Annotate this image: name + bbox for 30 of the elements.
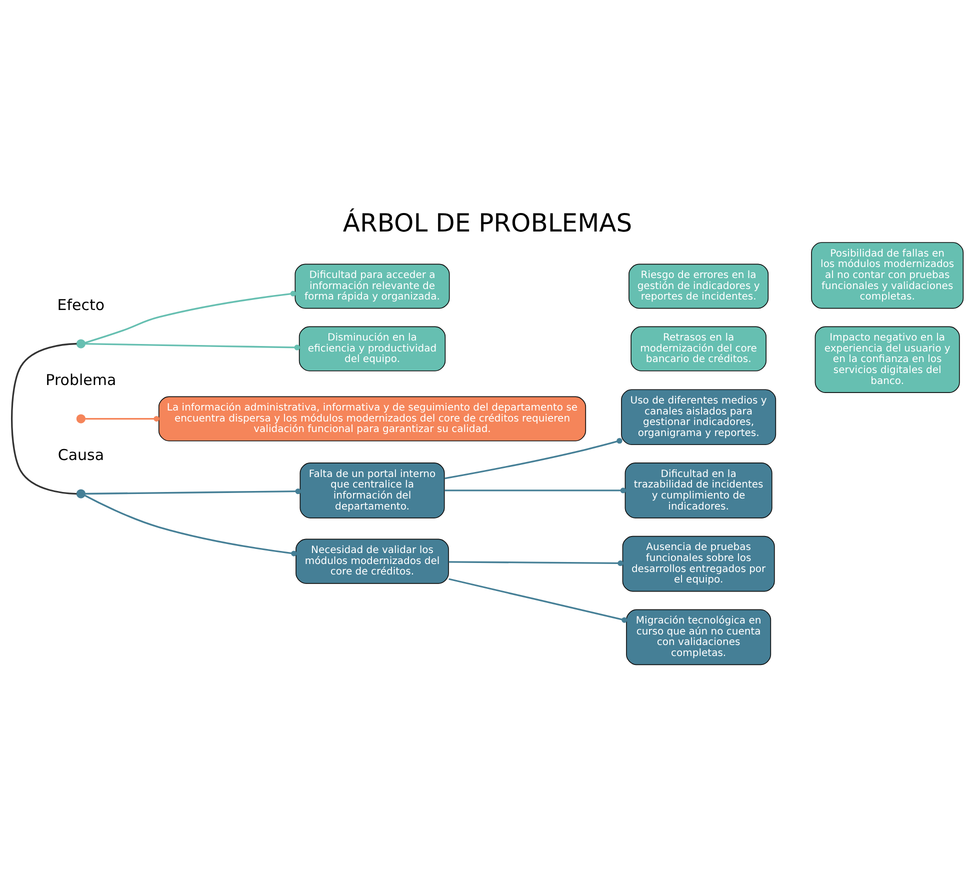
node-box: Uso de diferentes medios y canales aislados para gestionar indicadores, organigrama y reportes.: [621, 389, 776, 446]
connector: [85, 343, 300, 350]
connector: [444, 488, 626, 494]
node-box: La información administrativa, informativa y de seguimiento del departamento se encuentra dispersa y los módulos modernizados del core de créditos requieren validación funcional para garantizar su calidad.: [158, 396, 586, 442]
node-box: Riesgo de errores en la gestión de indicadores y reportes de incidentes.: [628, 264, 769, 309]
diagram-title: ÁRBOL DE PROBLEMAS: [342, 208, 632, 238]
node-box: Disminución en la eficiencia y productividad del equipo.: [298, 326, 446, 372]
node-box: Falta de un portal interno que centralice la información del departamento.: [300, 462, 445, 518]
label: Causa: [58, 446, 104, 464]
node-box: Retrasos en la modernización del core bancario de créditos.: [630, 326, 766, 372]
node-box: Necesidad de validar los módulos modernizados del core de créditos.: [296, 538, 449, 584]
node-box: Dificultad en la trazabilidad de incidentes y cumplimiento de indicadores.: [624, 462, 772, 518]
connector: [84, 290, 296, 344]
connector: [84, 494, 297, 556]
node-circle: [76, 414, 86, 424]
connector: [444, 438, 622, 480]
node-box: Impacto negativo en la experiencia del usuario y en la confianza en los servicios digitales del banco.: [814, 326, 960, 393]
connector: [85, 416, 160, 422]
node-box: Dificultad para acceder a información relevante de forma rápida y organizada.: [294, 264, 450, 309]
node-box: Posibilidad de fallas en los módulos modernizados al no contar con pruebas funcionales y validaciones completas.: [811, 242, 964, 309]
node-circle: [76, 489, 86, 498]
label: Efecto: [57, 296, 105, 314]
connector: [85, 488, 301, 495]
node-box: Migración tecnológica en curso que aún no cuenta con validaciones completas.: [626, 609, 772, 666]
connector: [448, 578, 628, 623]
connector: [448, 560, 624, 566]
label: Problema: [46, 370, 116, 389]
connector: [11, 342, 77, 495]
node-box: Ausencia de pruebas funcionales sobre los desarrollos entregados por el equipo.: [622, 536, 775, 592]
node-circle: [76, 339, 86, 348]
